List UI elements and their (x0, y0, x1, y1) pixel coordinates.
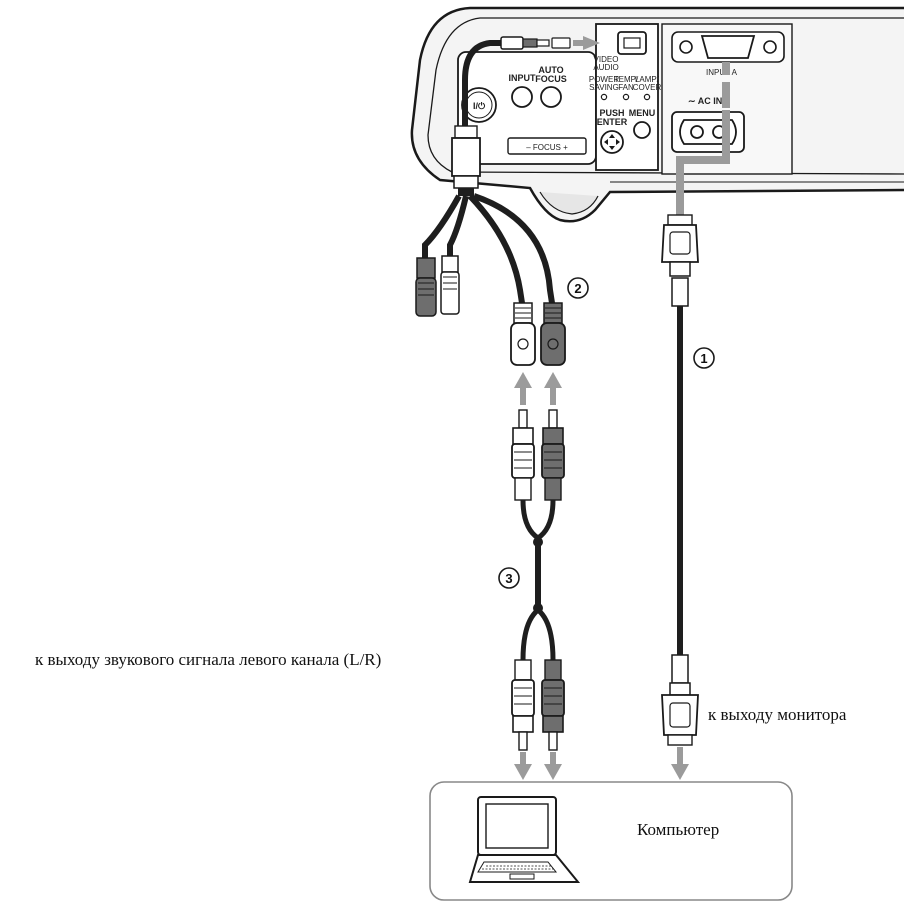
svg-text:3: 3 (505, 571, 512, 586)
s-video-plug-left (415, 257, 437, 317)
vga-cable: 1 (661, 214, 715, 746)
auto-focus-label-1: AUTO (538, 65, 563, 75)
rca-jack-white (510, 302, 536, 366)
power-button[interactable] (461, 87, 497, 123)
input-button-label: INPUT (509, 73, 537, 83)
video-audio-label-2: AUDIO (593, 63, 618, 72)
focus-bar-label: – FOCUS + (526, 143, 568, 152)
push-enter-label-2: ENTER (597, 117, 628, 127)
cable-hub (451, 137, 481, 177)
cable-hub-top (454, 125, 478, 139)
video-audio-label-1: VIDEO (594, 55, 619, 64)
vga-plug-bottom (661, 694, 699, 746)
lamp-cover-label-1: LAMP/ (635, 75, 660, 84)
plug-in-arrow-computer-vga (671, 747, 689, 780)
vga-plug-top (661, 214, 699, 307)
input-a-label: INPUT A (706, 68, 738, 77)
callout-1: 1 (693, 347, 715, 369)
power-saving-label-1: POWER (589, 75, 619, 84)
audio-output-label: к выходу звукового сигнала левого канала… (35, 650, 382, 669)
s-video-plug-right (440, 255, 460, 315)
auto-focus-label-2: FOCUS (535, 74, 567, 84)
focus-bar[interactable] (507, 137, 587, 155)
ac-in-label: ∼ AC IN (688, 96, 722, 106)
rca-plug-bottom-white (511, 659, 535, 751)
plug-in-arrow-top (583, 36, 600, 50)
rca-jack-red (540, 302, 566, 366)
auto-focus-button[interactable] (540, 86, 562, 108)
callout-2: 2 (567, 277, 589, 299)
menu-button-label: MENU (629, 108, 656, 118)
audio-cable: 3 (498, 409, 565, 751)
mini-plug (500, 36, 524, 50)
rca-plug-top-red (541, 409, 565, 501)
power-button-label: I/⏻ (473, 101, 486, 111)
push-enter-joystick[interactable] (600, 130, 624, 154)
temp-fan-label-1: TEMP/ (614, 75, 639, 84)
vga-connection-arrow (676, 110, 730, 215)
power-saving-label-2: SAVING (589, 83, 619, 92)
lamp-cover-indicator (643, 93, 651, 101)
rca-plug-top-white (511, 409, 535, 501)
push-enter-label-1: PUSH (599, 108, 624, 118)
lamp-cover-label-2: COVER (633, 83, 662, 92)
temp-fan-indicator (622, 93, 630, 101)
ac-in-port[interactable] (671, 111, 745, 153)
rca-plug-bottom-red (541, 659, 565, 751)
computer-label: Компьютер (637, 820, 720, 839)
monitor-output-label: к выходу монитора (708, 705, 847, 724)
video-audio-port[interactable] (617, 31, 647, 55)
menu-button[interactable] (633, 121, 651, 139)
power-saving-indicator (600, 93, 608, 101)
input-a-port[interactable] (671, 31, 785, 63)
multi-cable: 2 (415, 36, 600, 366)
projector: I/⏻ INPUT AUTO FOCUS – FOCUS + VIDEO AUD… (410, 6, 904, 223)
laptop-icon (468, 796, 581, 883)
callout-3: 3 (498, 567, 520, 589)
plug-in-arrows-computer-audio (514, 752, 562, 780)
plug-in-arrows-rca (514, 372, 562, 405)
input-button[interactable] (511, 86, 533, 108)
svg-text:1: 1 (700, 351, 707, 366)
temp-fan-label-2: FAN (618, 83, 634, 92)
svg-text:2: 2 (574, 281, 581, 296)
